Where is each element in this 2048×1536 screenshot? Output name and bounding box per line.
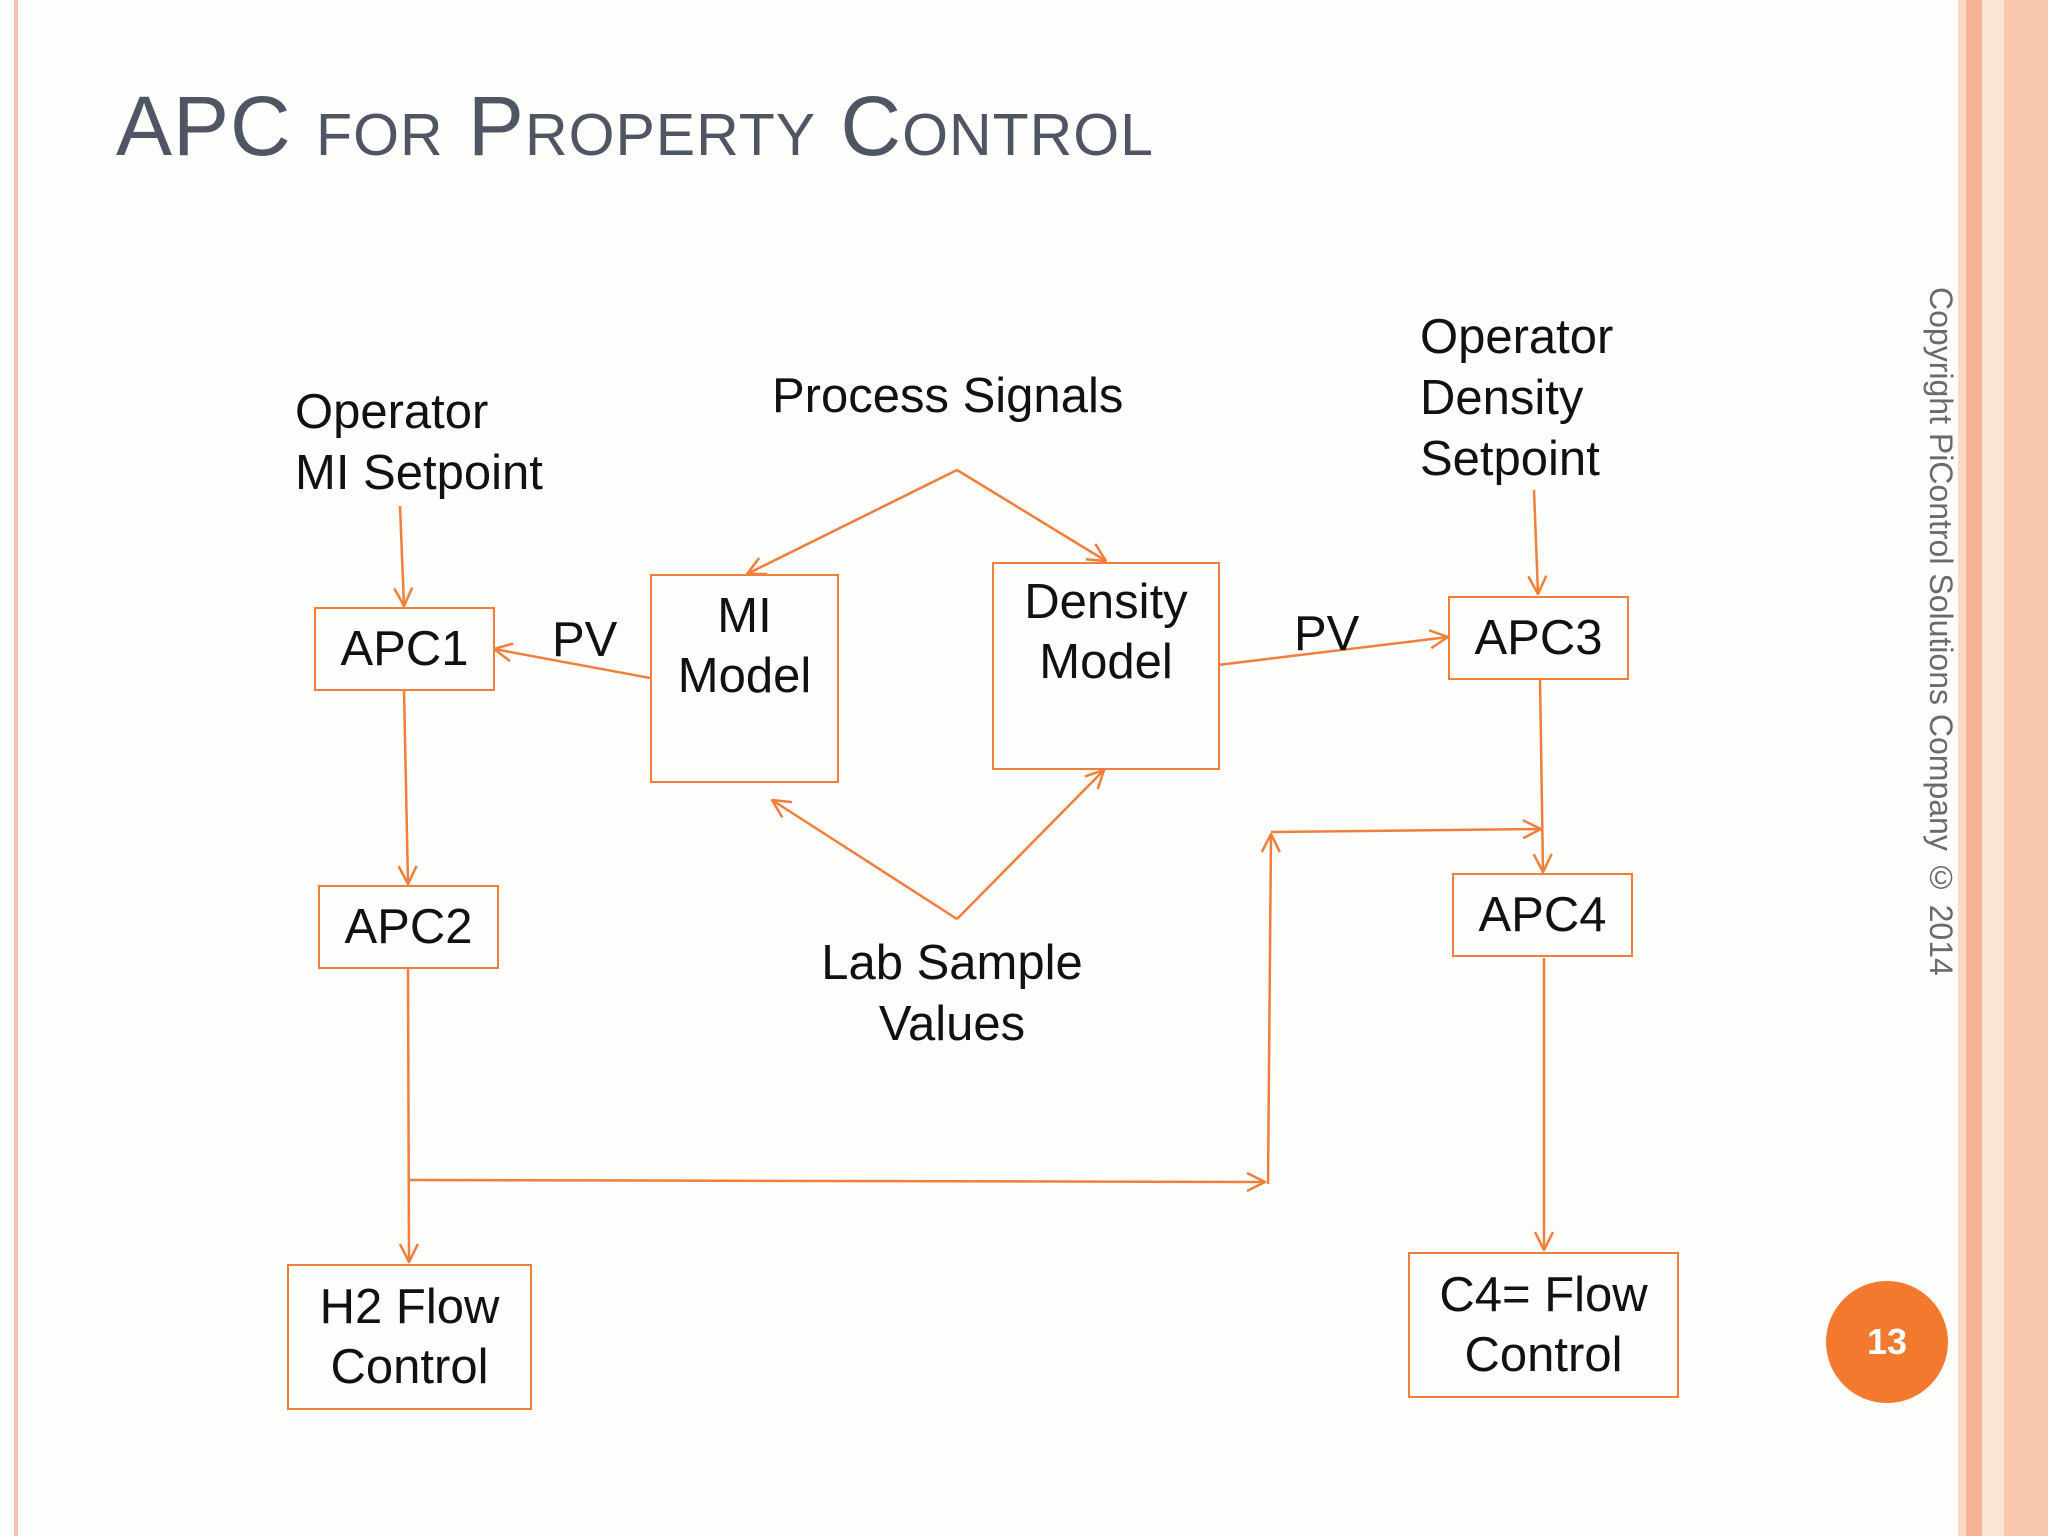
arrow-apc1-to-apc2 — [404, 689, 408, 884]
density-model-box: Density Model — [992, 562, 1220, 770]
arrow-signals-to-mi-model — [747, 468, 958, 574]
operator-density-setpoint-label: Operator Density Setpoint — [1420, 310, 1614, 486]
operator-mi-setpoint-label: Operator MI Setpoint — [295, 385, 543, 500]
left-border-stripe — [14, 0, 18, 1536]
border-stripe-edge — [2004, 0, 2048, 1536]
arrow-apc2-to-h2-flow — [408, 967, 409, 1262]
apc2-box: APC2 — [318, 885, 499, 969]
border-stripe-light — [1958, 0, 1966, 1536]
pv-label-left: PV — [552, 613, 618, 667]
arrow-lab-to-mi-model — [772, 800, 958, 921]
h2-flow-control-box: H2 Flow Control — [287, 1264, 532, 1410]
arrow-density-setpoint-to-apc3 — [1534, 489, 1538, 594]
mi-model-box: MI Model — [650, 574, 839, 783]
border-stripe-outer — [1982, 0, 2004, 1536]
arrow-branch-up — [1268, 834, 1271, 1185]
arrow-signals-to-density-model — [956, 468, 1106, 561]
copyright-notice: Copyright PiControl Solutions Company © … — [1923, 287, 1959, 976]
pv-label-right: PV — [1294, 607, 1360, 661]
arrow-branch-to-apc4-line — [1270, 829, 1541, 832]
arrow-mi-setpoint-to-apc1 — [400, 505, 404, 606]
arrow-apc3-to-apc4 — [1540, 678, 1543, 872]
slide-title: APC for Property Control — [116, 79, 1154, 173]
c4-flow-control-box: C4= Flow Control — [1408, 1252, 1679, 1398]
border-stripe-mid — [1966, 0, 1982, 1536]
apc4-box: APC4 — [1452, 873, 1633, 957]
apc1-box: APC1 — [314, 607, 495, 691]
arrow-lab-to-density-model — [956, 770, 1104, 920]
arrow-apc2-branch-right — [408, 1180, 1265, 1182]
lab-sample-values-label: Lab Sample Values — [821, 936, 1083, 1051]
apc3-box: APC3 — [1448, 596, 1629, 680]
page-number-badge: 13 — [1826, 1281, 1948, 1403]
arrow-mi-model-to-apc1 — [494, 649, 651, 680]
arrow-density-model-to-apc3 — [1217, 637, 1448, 667]
process-signals-label: Process Signals — [772, 369, 1124, 423]
